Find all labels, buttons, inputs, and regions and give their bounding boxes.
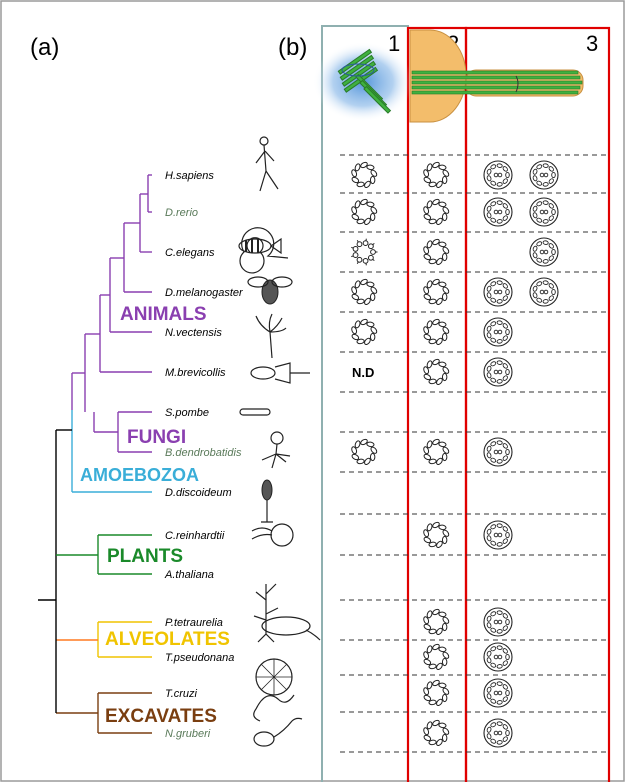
centriole-ninefold-triplet-icon: [351, 198, 378, 225]
species-label: C.elegans: [165, 247, 215, 259]
column-1-frame: [322, 26, 408, 782]
axoneme-cross-section-icon: [484, 358, 512, 386]
basal-body-ninefold-triplet-icon: [423, 278, 450, 305]
species-label: N.gruberi: [165, 728, 211, 740]
human-icon: [256, 137, 278, 191]
choanoflagellate-icon: [251, 363, 310, 383]
species-label: T.cruzi: [165, 688, 198, 700]
basal-body-ninefold-triplet-icon: [423, 521, 450, 548]
axoneme-cross-section-icon: [484, 608, 512, 636]
axoneme-cross-section-icon: [484, 438, 512, 466]
centriole-ninefold-triplet-icon: [351, 438, 378, 465]
panel-label-a: (a): [30, 34, 59, 61]
axoneme-cross-section-icon: [530, 238, 558, 266]
axoneme-cross-section-icon: [484, 161, 512, 189]
fish-icon: [239, 239, 281, 253]
group-label-fungi: FUNGI: [127, 427, 186, 448]
not-determined-label: N.D: [352, 365, 374, 380]
yeast-icon: [240, 409, 270, 415]
alga-icon: [252, 524, 293, 546]
paramecium-icon: [262, 617, 320, 640]
species-label: C.reinhardtii: [165, 530, 225, 542]
group-label-animals: ANIMALS: [120, 304, 207, 325]
basal-body-ninefold-triplet-icon: [423, 318, 450, 345]
axoneme-cross-section-icon: [484, 198, 512, 226]
fly-icon: [248, 277, 292, 304]
basal-body-ninefold-triplet-icon: [423, 719, 450, 746]
basal-body-ninefold-triplet-icon: [423, 608, 450, 635]
axoneme-cross-section-icon: [530, 198, 558, 226]
phylogenetic-tree: H.sapiensD.rerioC.elegansD.melanogasterN…: [38, 137, 320, 746]
basal-body-axoneme-illustration: [410, 30, 583, 122]
species-label: P.tetraurelia: [165, 617, 223, 629]
axoneme-cross-section-icon: [484, 719, 512, 747]
column-label-3: 3: [586, 31, 598, 56]
basal-body-ninefold-triplet-icon: [423, 358, 450, 385]
centriole-illustration: [313, 42, 413, 122]
basal-body-ninefold-triplet-icon: [423, 438, 450, 465]
centriole-ninefold-triplet-icon: [351, 278, 378, 305]
basal-body-ninefold-triplet-icon: [423, 643, 450, 670]
diatom-icon: [256, 659, 292, 695]
axoneme-cross-section-icon: [530, 161, 558, 189]
axoneme-cross-section-icon: [484, 521, 512, 549]
axoneme-cross-section-icon: [530, 278, 558, 306]
species-label: A.thaliana: [164, 569, 214, 581]
basal-body-ninefold-triplet-icon: [423, 679, 450, 706]
panel-label-b: (b): [278, 34, 307, 61]
group-label-excavates: EXCAVATES: [105, 706, 217, 727]
species-label: M.brevicollis: [165, 367, 226, 379]
species-label: S.pombe: [165, 407, 209, 419]
column-3-frame: [466, 28, 609, 782]
group-label-amoebozoa: AMOEBOZOA: [80, 465, 199, 485]
species-label: B.dendrobatidis: [165, 447, 242, 459]
species-label: T.pseudonana: [165, 652, 234, 664]
group-label-plants: PLANTS: [107, 546, 183, 567]
centriole-singlet-icon: [351, 239, 377, 266]
species-label: H.sapiens: [165, 170, 214, 182]
amoeboflagellate-icon: [254, 718, 302, 746]
group-label-alveolates: ALVEOLATES: [105, 629, 230, 650]
centriole-ninefold-triplet-icon: [351, 318, 378, 345]
trypanosome-icon: [254, 695, 294, 721]
basal-body-ninefold-triplet-icon: [423, 238, 450, 265]
axoneme-cross-section-icon: [484, 318, 512, 346]
slime-mold-icon: [261, 480, 273, 522]
species-label: D.discoideum: [165, 487, 232, 499]
basal-body-ninefold-triplet-icon: [423, 161, 450, 188]
centriole-ninefold-triplet-icon: [351, 161, 378, 188]
basal-body-ninefold-triplet-icon: [423, 198, 450, 225]
axoneme-cross-section-icon: [484, 278, 512, 306]
chytrid-icon: [262, 432, 290, 468]
axoneme-cross-section-icon: [484, 643, 512, 671]
species-label: N.vectensis: [165, 327, 222, 339]
species-label: D.melanogaster: [165, 287, 244, 299]
axoneme-cross-section-icon: [484, 679, 512, 707]
species-label: D.rerio: [165, 207, 198, 219]
ultrastructure-rows: N.D: [340, 155, 606, 752]
anemone-icon: [256, 314, 286, 358]
